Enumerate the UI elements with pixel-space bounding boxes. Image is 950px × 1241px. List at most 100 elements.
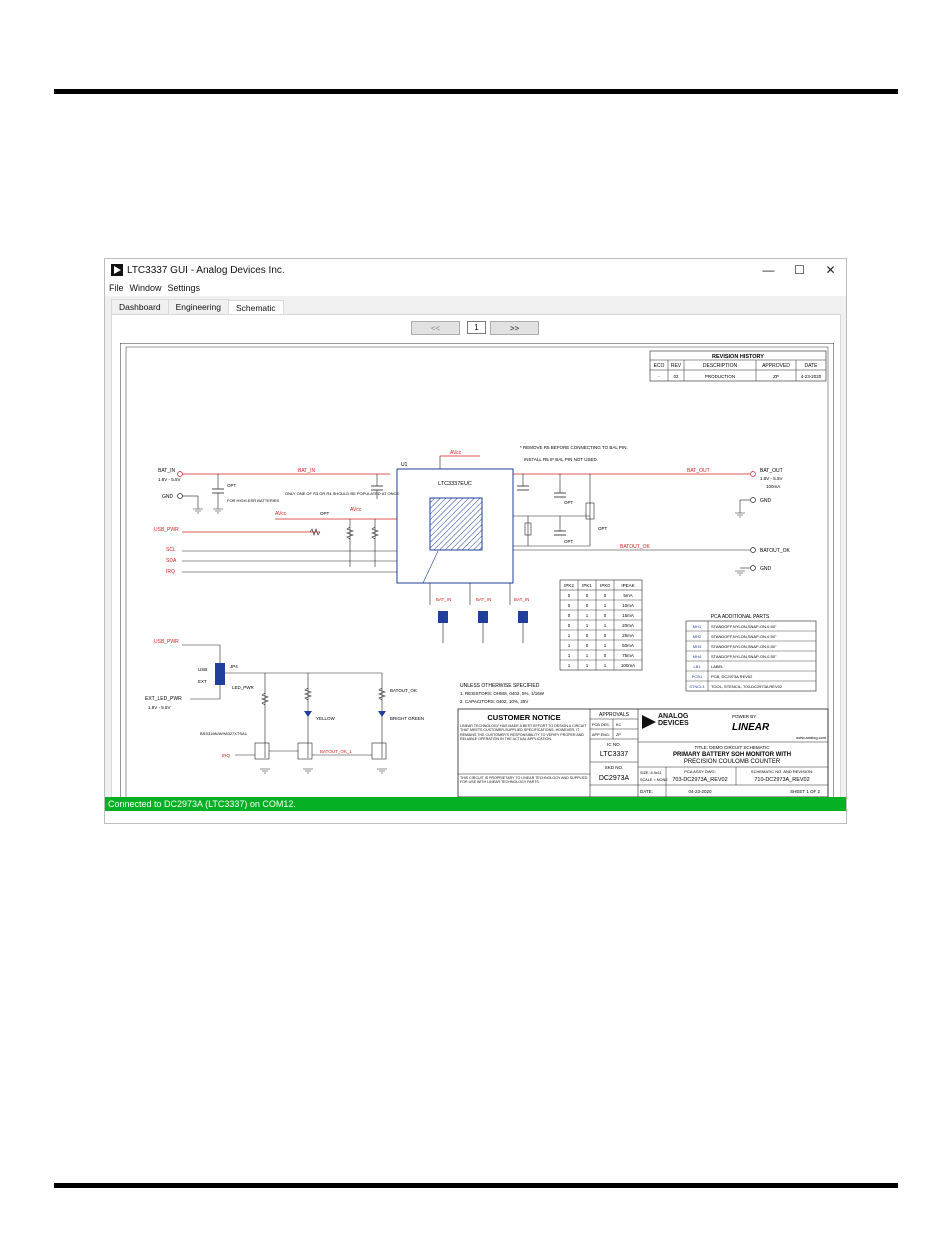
main-content: Dashboard Engineering Schematic << 1 >> <box>105 296 846 811</box>
ipk-cell: 0 <box>568 613 571 618</box>
net-batout-ok-terminal: BATOUT_OK <box>760 548 790 554</box>
schematic-drawing[interactable]: REVISION HISTORY ECO REV DESCRIPTION APP… <box>120 343 834 803</box>
website: www.analog.com <box>796 735 827 740</box>
jp-ipk1-batin: BAT_IN <box>476 597 491 602</box>
title-bar[interactable]: LTC3337 GUI - Analog Devices Inc. — ☐ ✕ <box>105 259 846 281</box>
net-ext-led-pwr: EXT_LED_PWR <box>145 696 182 702</box>
net-avcc-left: AVcc <box>275 511 287 517</box>
pca-description: TOOL, STENCIL, 700-DC2973A REV02 <box>711 684 783 689</box>
scale-label: SCALE = NONE <box>640 778 668 782</box>
ipk-cell: 15mA <box>622 613 634 618</box>
pca-description: STANDOFF,NYLON,SNAP-ON,0.50" <box>711 634 777 639</box>
ipk-cell: 5mA <box>623 593 632 598</box>
proprietary-text: THIS CIRCUIT IS PROPRIETARY TO LINEAR TE… <box>460 776 588 785</box>
rev-cell-eco: - <box>658 374 660 379</box>
ic-no-label: IC NO. <box>607 742 621 747</box>
ipk-cell: 0 <box>604 653 607 658</box>
pca-refdes: MH1 <box>693 624 702 629</box>
tab-engineering[interactable]: Engineering <box>167 299 229 314</box>
notice-text: LINEAR TECHNOLOGY HAS MADE A BEST EFFORT… <box>460 724 587 742</box>
c15-opt-label: OPT <box>564 500 574 505</box>
d2-bright-green: BRIGHT GREEN <box>390 716 424 721</box>
ipk-cell: 10mA <box>622 603 634 608</box>
net-gnd-right: GND <box>760 498 772 504</box>
ipk-cell: 1 <box>568 663 571 668</box>
ipk-cell: 0 <box>604 613 607 618</box>
ipk-header-ipk0: IPK0 <box>600 583 610 588</box>
bat-out-current: 100mA <box>766 484 780 489</box>
c17-opt-label: OPT <box>598 526 608 531</box>
menu-file[interactable]: File <box>109 283 124 293</box>
close-button[interactable]: ✕ <box>825 263 836 277</box>
ic-u1[interactable]: U1 LTC3337EUC <box>396 462 514 584</box>
schem-no-value: 710-DC2973A_REV02 <box>754 777 809 783</box>
next-page-button[interactable]: >> <box>490 321 539 335</box>
net-batout-ok: BATOUT_OK <box>620 544 650 550</box>
bat-out-range: 1.8V - 5.5V <box>760 476 783 481</box>
analog-devices-wordmark: ANALOG DEVICES <box>658 713 689 727</box>
net-gnd-right-2: GND <box>760 566 772 572</box>
maximize-button[interactable]: ☐ <box>794 263 805 277</box>
revision-history-title: REVISION HISTORY <box>712 354 764 360</box>
minimize-button[interactable]: — <box>762 263 775 277</box>
d1-yellow: YELLOW <box>316 716 336 721</box>
net-irq: IRQ <box>166 569 175 575</box>
ipk-cell: 0 <box>568 623 571 628</box>
power-by-label: POWER BY <box>732 714 756 719</box>
led-section: USB_PWR JP4 USB EXT LED_PWR EXT_LED_PWR … <box>145 639 424 774</box>
analog-devices-triangle-icon <box>642 715 656 729</box>
page-number[interactable]: 1 <box>467 321 486 334</box>
pca-value: 703-DC2973A_REV02 <box>672 777 727 783</box>
menu-window[interactable]: Window <box>129 283 162 293</box>
pca-description: STANDOFF,NYLON,SNAP-ON,0.50" <box>711 624 777 629</box>
ipk-header-ipk1: IPK1 <box>582 583 592 588</box>
pca-refdes: PCB1 <box>692 674 703 679</box>
date-value: 04-23-2020 <box>688 789 712 794</box>
ipk-cell: 0 <box>586 643 589 648</box>
ipk-jumpers: BAT_IN BAT_IN BAT_IN <box>429 583 529 643</box>
ipk-cell: 75mA <box>622 653 634 658</box>
r3-opt-label: OPT <box>320 511 330 516</box>
app-eng-label: APP ENG. <box>592 733 610 737</box>
tab-dashboard[interactable]: Dashboard <box>111 299 169 314</box>
sheet-number: SHEET 1 OF 2 <box>790 789 820 794</box>
title-label: TITLE: DEMO CIRCUIT SCHEMATIC <box>694 745 770 750</box>
high-esr-note: FOR HIGH-ESR BATTERIES <box>227 498 279 503</box>
rev-cell-date: 4-23-2020 <box>801 374 822 379</box>
rev-cell-description: PRODUCTION <box>705 374 735 379</box>
ipk-cell: 1 <box>568 643 571 648</box>
bat-out-rail: BAT_OUT 1.8V - 5.5V 100mA BAT_OUT GND <box>513 468 783 547</box>
menu-settings[interactable]: Settings <box>167 283 201 293</box>
ipk-cell: 1 <box>604 623 607 628</box>
linear-wordmark: LINEAR <box>732 722 770 733</box>
ipk-cell: 0 <box>586 633 589 638</box>
ipk-cell: 20mA <box>622 623 634 628</box>
ic-no-value: LTC3337 <box>600 751 628 758</box>
net-avcc-mid: AVcc <box>350 507 362 513</box>
ipk-cell: 0 <box>568 593 571 598</box>
unless-line2: 2. CAPACITORS: 0402, 10%, 25V <box>460 699 528 704</box>
ipk-cell: 100mA <box>621 663 635 668</box>
jp4-label: JP4 <box>230 664 238 669</box>
pcb-des-value: KC <box>616 723 622 727</box>
title-line2: PRECISION COULOMB COUNTER <box>684 759 781 765</box>
net-scl: SCL <box>166 547 176 553</box>
skd-no-value: DC2973A <box>599 775 630 782</box>
i2c-bus: SCL SDA IRQ <box>166 547 397 575</box>
ipk-cell: 0 <box>586 593 589 598</box>
pcb-des-label: PCB DES. <box>592 723 610 727</box>
ipk-cell: 25mA <box>622 633 634 638</box>
title-block: CUSTOMER NOTICE LINEAR TECHNOLOGY HAS MA… <box>457 708 829 798</box>
rev-header-approved: APPROVED <box>762 363 790 369</box>
ext-led-range: 1.8V - 5.5V <box>148 705 171 710</box>
tab-schematic[interactable]: Schematic <box>227 300 284 315</box>
net-bat-in-terminal: BAT_IN <box>158 468 176 474</box>
rev-cell-rev: 02 <box>673 374 679 379</box>
ipk-cell: 1 <box>568 633 571 638</box>
ipk-header-ipk2: IPK2 <box>564 583 574 588</box>
ipk-cell: 1 <box>586 623 589 628</box>
window-title: LTC3337 GUI - Analog Devices Inc. <box>127 264 285 276</box>
pca-description: LABEL <box>711 664 724 669</box>
prev-page-button[interactable]: << <box>411 321 460 335</box>
skd-no-label: SKD NO. <box>605 765 624 770</box>
